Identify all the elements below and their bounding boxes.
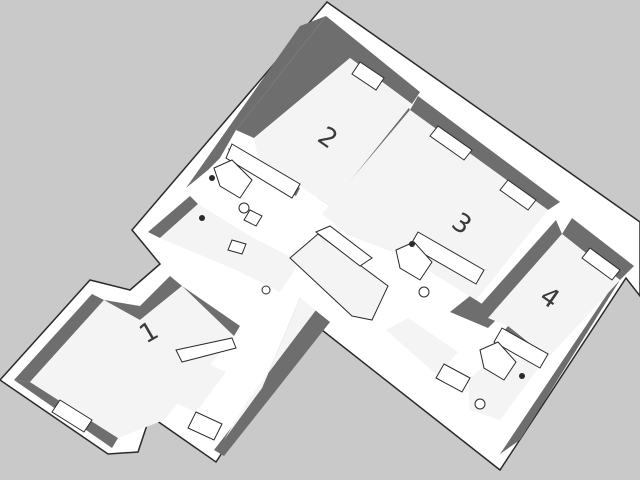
bathtub-2 bbox=[225, 143, 301, 199]
closet-floor bbox=[289, 233, 389, 321]
room-4-right-wall bbox=[500, 280, 620, 454]
corridor-floor bbox=[224, 298, 316, 440]
toilet-2 bbox=[238, 202, 250, 214]
room-1-floor bbox=[30, 286, 234, 438]
hall-left-wall bbox=[148, 196, 198, 238]
room-3-bottom-wall bbox=[450, 296, 500, 328]
plant-2 bbox=[209, 175, 215, 181]
toilet-3 bbox=[418, 286, 430, 298]
room-1-back-wall bbox=[14, 294, 104, 382]
room-1-sofa bbox=[175, 337, 237, 363]
bathtub-4 bbox=[493, 327, 549, 369]
window-room-2 bbox=[351, 61, 385, 91]
plant-hall bbox=[199, 215, 205, 221]
window-room-3-a bbox=[429, 125, 473, 161]
room-3-floor bbox=[322, 110, 548, 300]
plant-3 bbox=[409, 241, 415, 247]
room-4-floor bbox=[488, 234, 620, 358]
room-1-balcony-floor bbox=[160, 348, 226, 412]
windows bbox=[51, 61, 621, 433]
room-3-back-wall bbox=[410, 96, 560, 210]
corridor-right-wall bbox=[214, 298, 330, 456]
toilet-hall bbox=[261, 285, 271, 295]
shower-2 bbox=[213, 159, 253, 199]
toilet-4 bbox=[474, 398, 486, 410]
kitchen-counter bbox=[227, 239, 247, 255]
room-4-back-wall bbox=[562, 218, 634, 280]
hall-2-floor bbox=[386, 318, 458, 376]
window-room-3-b bbox=[499, 179, 537, 211]
window-room-1 bbox=[51, 399, 93, 433]
corridor-cabinet bbox=[187, 411, 223, 441]
shower-4 bbox=[479, 341, 517, 381]
window-room-4 bbox=[581, 247, 621, 281]
fixtures bbox=[175, 143, 549, 441]
floors bbox=[30, 58, 620, 440]
room-2-floor bbox=[254, 58, 412, 206]
plant-4 bbox=[519, 373, 525, 379]
room-2-back-wall bbox=[236, 16, 420, 138]
closet-cabinet bbox=[315, 225, 373, 267]
hall-2-cabinet bbox=[435, 363, 471, 393]
sink-2 bbox=[243, 209, 263, 227]
room-4-left-wall bbox=[476, 220, 562, 318]
room-2-left-wall bbox=[186, 16, 326, 188]
